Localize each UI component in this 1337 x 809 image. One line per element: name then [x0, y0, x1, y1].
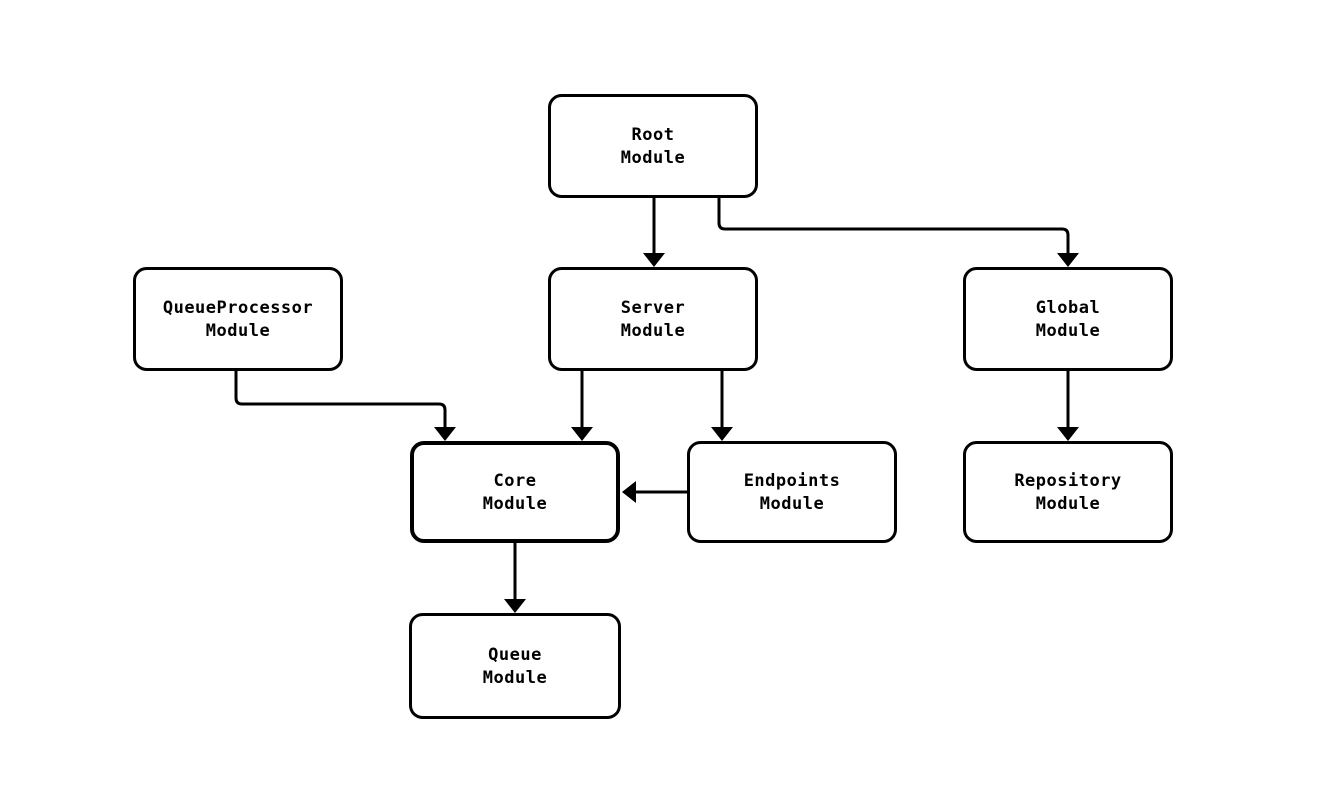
root-module-node-label-line2: Module	[621, 148, 685, 168]
global-module-node-box[interactable]	[963, 267, 1173, 371]
repository-module-node-box[interactable]	[963, 441, 1173, 543]
core-module-node-label-line2: Module	[483, 494, 547, 514]
endpoints-module-node-label-line2: Module	[760, 494, 824, 514]
endpoints-module-node-box[interactable]	[687, 441, 897, 543]
core-module-node-box[interactable]	[410, 441, 620, 543]
server-module-node-label-line2: Module	[621, 321, 685, 341]
edge-queueprocessor-to-core	[234, 371, 456, 441]
edge-server-to-core-arrowhead	[571, 427, 593, 441]
repository-module-node-label-line1: Repository	[1014, 471, 1121, 491]
edge-server-to-endpoints-arrowhead	[711, 427, 733, 441]
queueprocessor-module-node-label-line1: QueueProcessor	[163, 298, 313, 318]
server-module-node-box[interactable]	[548, 267, 758, 371]
edge-core-to-queue	[504, 543, 526, 613]
root-module-node-box[interactable]	[548, 94, 758, 198]
edge-root-to-server-arrowhead	[643, 253, 665, 267]
repository-module-node-label-line2: Module	[1036, 494, 1100, 514]
edge-global-to-repository	[1057, 371, 1079, 441]
nodes-layer: RootModuleQueueProcessorModuleServerModu…	[133, 94, 1173, 719]
global-module-node-label-line2: Module	[1036, 321, 1100, 341]
edge-queueprocessor-to-core-arrowhead	[434, 427, 456, 441]
edge-root-to-server	[643, 198, 665, 267]
edge-queueprocessor-to-core-line	[234, 371, 447, 429]
queueprocessor-module-node-box[interactable]	[133, 267, 343, 371]
root-module-node-label-line1: Root	[632, 125, 675, 145]
server-module-node-label-line1: Server	[621, 298, 685, 318]
edge-root-to-global-line	[717, 198, 1070, 255]
edge-server-to-core	[571, 371, 593, 441]
edge-core-to-queue-arrowhead	[504, 599, 526, 613]
queue-module-node-label-line2: Module	[483, 668, 547, 688]
edges-layer	[234, 198, 1079, 613]
edge-endpoints-to-core-arrowhead	[622, 481, 636, 503]
core-module-node-label-line1: Core	[494, 471, 537, 491]
endpoints-module-node-label-line1: Endpoints	[744, 471, 841, 491]
queue-module-node-label-line1: Queue	[488, 645, 542, 665]
edge-root-to-global-arrowhead	[1057, 253, 1079, 267]
queue-module-node-box[interactable]	[409, 613, 621, 719]
edge-server-to-endpoints	[711, 371, 733, 441]
edge-root-to-global	[717, 198, 1079, 267]
edge-global-to-repository-arrowhead	[1057, 427, 1079, 441]
global-module-node-label-line1: Global	[1036, 298, 1100, 318]
edge-endpoints-to-core	[622, 481, 687, 503]
queueprocessor-module-node-label-line2: Module	[206, 321, 270, 341]
